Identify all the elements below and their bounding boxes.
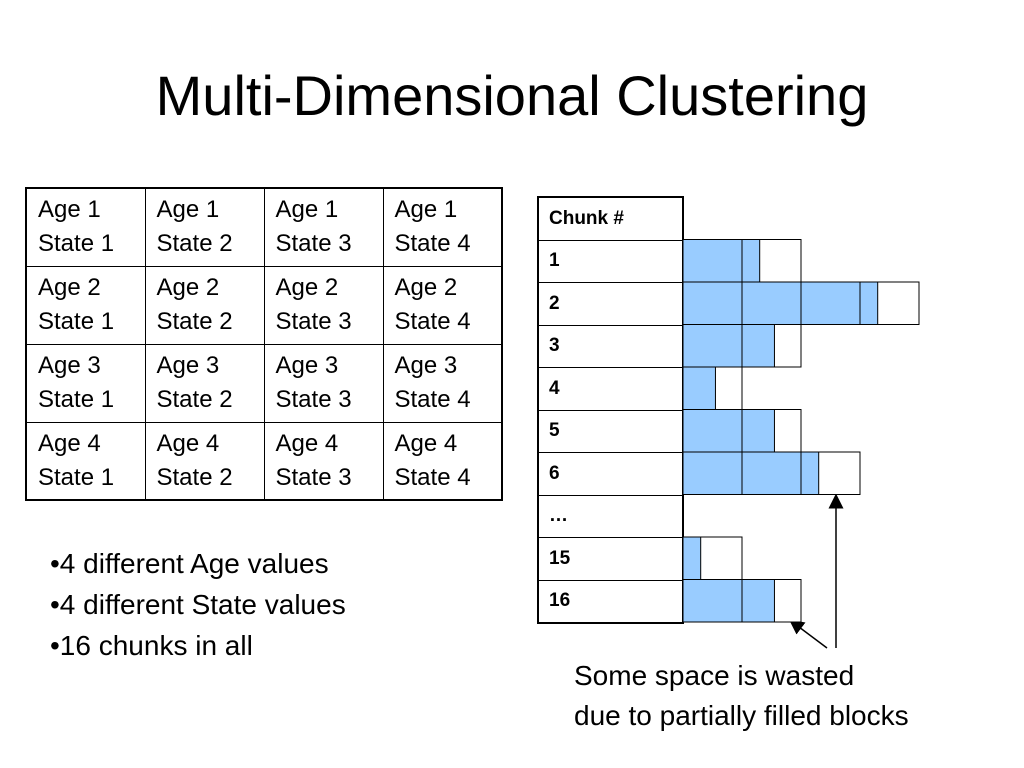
cell-state: State 4 [394, 308, 471, 335]
grid-cell: Age 3 State 4 [382, 343, 503, 423]
block-partial [741, 579, 775, 623]
grid-row: Age 3 State 1 Age 3 State 2 Age 3 State 3 A… [25, 343, 503, 423]
block-partial [859, 281, 879, 325]
cell-state: State 2 [156, 386, 233, 413]
grid-cell: Age 3 State 3 [263, 343, 384, 423]
block-partial [800, 451, 820, 495]
chunk-label: 6 [539, 453, 682, 496]
block-partial [741, 239, 761, 283]
bullet-item: •4 different State values [50, 589, 346, 620]
chunk-label: 3 [539, 326, 682, 368]
cell-age: Age 1 [275, 196, 339, 224]
cell-age: Age 4 [38, 429, 101, 457]
block-partial [741, 409, 775, 453]
annotation-text: Some space is wasted due to partially fi… [574, 656, 909, 736]
age-state-grid: Age 1 State 1 Age 1 State 2 Age 1 State 3 A… [25, 187, 503, 501]
cell-state: State 2 [156, 308, 233, 335]
block-outline [682, 536, 743, 580]
chunk-table: Chunk # 1 2 3 4 5 6 … 15 16 [537, 196, 684, 624]
chunk-header: Chunk # [539, 198, 682, 241]
cell-age: Age 4 [275, 429, 339, 457]
annotation-arrow-diag [789, 619, 828, 649]
cell-state: State 4 [394, 463, 471, 491]
block-full [800, 281, 861, 325]
block-full [682, 451, 743, 495]
chunk-label: 16 [549, 590, 571, 612]
annotation-line: Some space is wasted [574, 660, 855, 691]
cell-age: Age 3 [275, 352, 339, 379]
grid-cell: Age 2 State 3 [263, 265, 384, 345]
chunk-label: … [539, 496, 682, 538]
slide-title: Multi-Dimensional Clustering [155, 64, 869, 127]
cell-state: State 1 [38, 230, 115, 258]
block-full [741, 281, 802, 325]
grid-cell: Age 1 State 1 [25, 187, 146, 267]
grid-cell: Age 1 State 3 [263, 187, 384, 267]
cell-age: Age 2 [394, 274, 458, 301]
block-full [741, 451, 802, 495]
cell-age: Age 1 [38, 196, 101, 224]
cell-state: State 2 [156, 463, 233, 491]
block-outline [741, 324, 802, 368]
cell-age: Age 3 [394, 352, 458, 379]
cell-state: State 1 [38, 386, 115, 413]
grid-cell: Age 1 State 2 [144, 187, 265, 267]
cell-state: State 3 [275, 230, 352, 258]
cell-state: State 4 [394, 230, 471, 258]
grid-cell: Age 1 State 4 [382, 187, 503, 267]
grid-cell: Age 3 State 1 [25, 343, 146, 423]
grid-cell: Age 4 State 2 [144, 421, 265, 501]
cell-age: Age 2 [156, 274, 220, 301]
cell-age: Age 4 [394, 429, 458, 457]
cell-state: State 1 [38, 463, 115, 491]
block-partial [682, 536, 702, 580]
block-outline [741, 579, 802, 623]
grid-row: Age 2 State 1 Age 2 State 2 Age 2 State 3 A… [25, 265, 503, 345]
block-partial [741, 324, 775, 368]
grid-cell: Age 3 State 2 [144, 343, 265, 423]
block-full [682, 324, 743, 368]
bullet-item: •16 chunks in all [50, 630, 253, 661]
cell-age: Age 3 [38, 352, 101, 379]
bullet-item: •4 different Age values [50, 548, 329, 579]
block-partial [682, 366, 716, 410]
block-full [682, 579, 743, 623]
block-full [682, 281, 743, 325]
cell-age: Age 4 [156, 429, 220, 457]
grid-cell: Age 2 State 1 [25, 265, 146, 345]
block-full [682, 409, 743, 453]
cell-age: Age 2 [275, 274, 339, 301]
cell-state: State 3 [275, 463, 352, 491]
chunk-label: 4 [539, 368, 682, 411]
grid-cell: Age 4 State 4 [382, 421, 503, 501]
chunk-label: 15 [539, 538, 682, 581]
cell-age: Age 2 [38, 274, 101, 301]
grid-cell: Age 2 State 4 [382, 265, 503, 345]
block-outline [741, 409, 802, 453]
grid-row: Age 4 State 1 Age 4 State 2 Age 4 State 3 A… [25, 421, 503, 501]
block-outline [859, 281, 920, 325]
chunk-label: 5 [539, 411, 682, 453]
cell-state: State 4 [394, 386, 471, 413]
block-full [682, 239, 743, 283]
grid-cell: Age 4 State 1 [25, 421, 146, 501]
cell-state: State 2 [156, 230, 233, 258]
grid-row: Age 1 State 1 Age 1 State 2 Age 1 State 3 A… [25, 187, 503, 267]
cell-state: State 3 [275, 386, 352, 413]
grid-cell: Age 2 State 2 [144, 265, 265, 345]
chunk-label: 1 [539, 241, 682, 283]
bullet-list: •4 different Age values •4 different Sta… [50, 543, 346, 666]
cell-age: Age 3 [156, 352, 220, 379]
cell-age: Age 1 [156, 196, 220, 224]
grid-cell: Age 4 State 3 [263, 421, 384, 501]
annotation-line: due to partially filled blocks [574, 700, 909, 731]
block-outline [682, 366, 743, 410]
cell-age: Age 1 [394, 196, 458, 224]
block-outline [800, 451, 861, 495]
cell-state: State 1 [38, 308, 115, 335]
chunk-label: 2 [539, 283, 682, 326]
block-outline [741, 239, 802, 283]
cell-state: State 3 [275, 308, 352, 335]
